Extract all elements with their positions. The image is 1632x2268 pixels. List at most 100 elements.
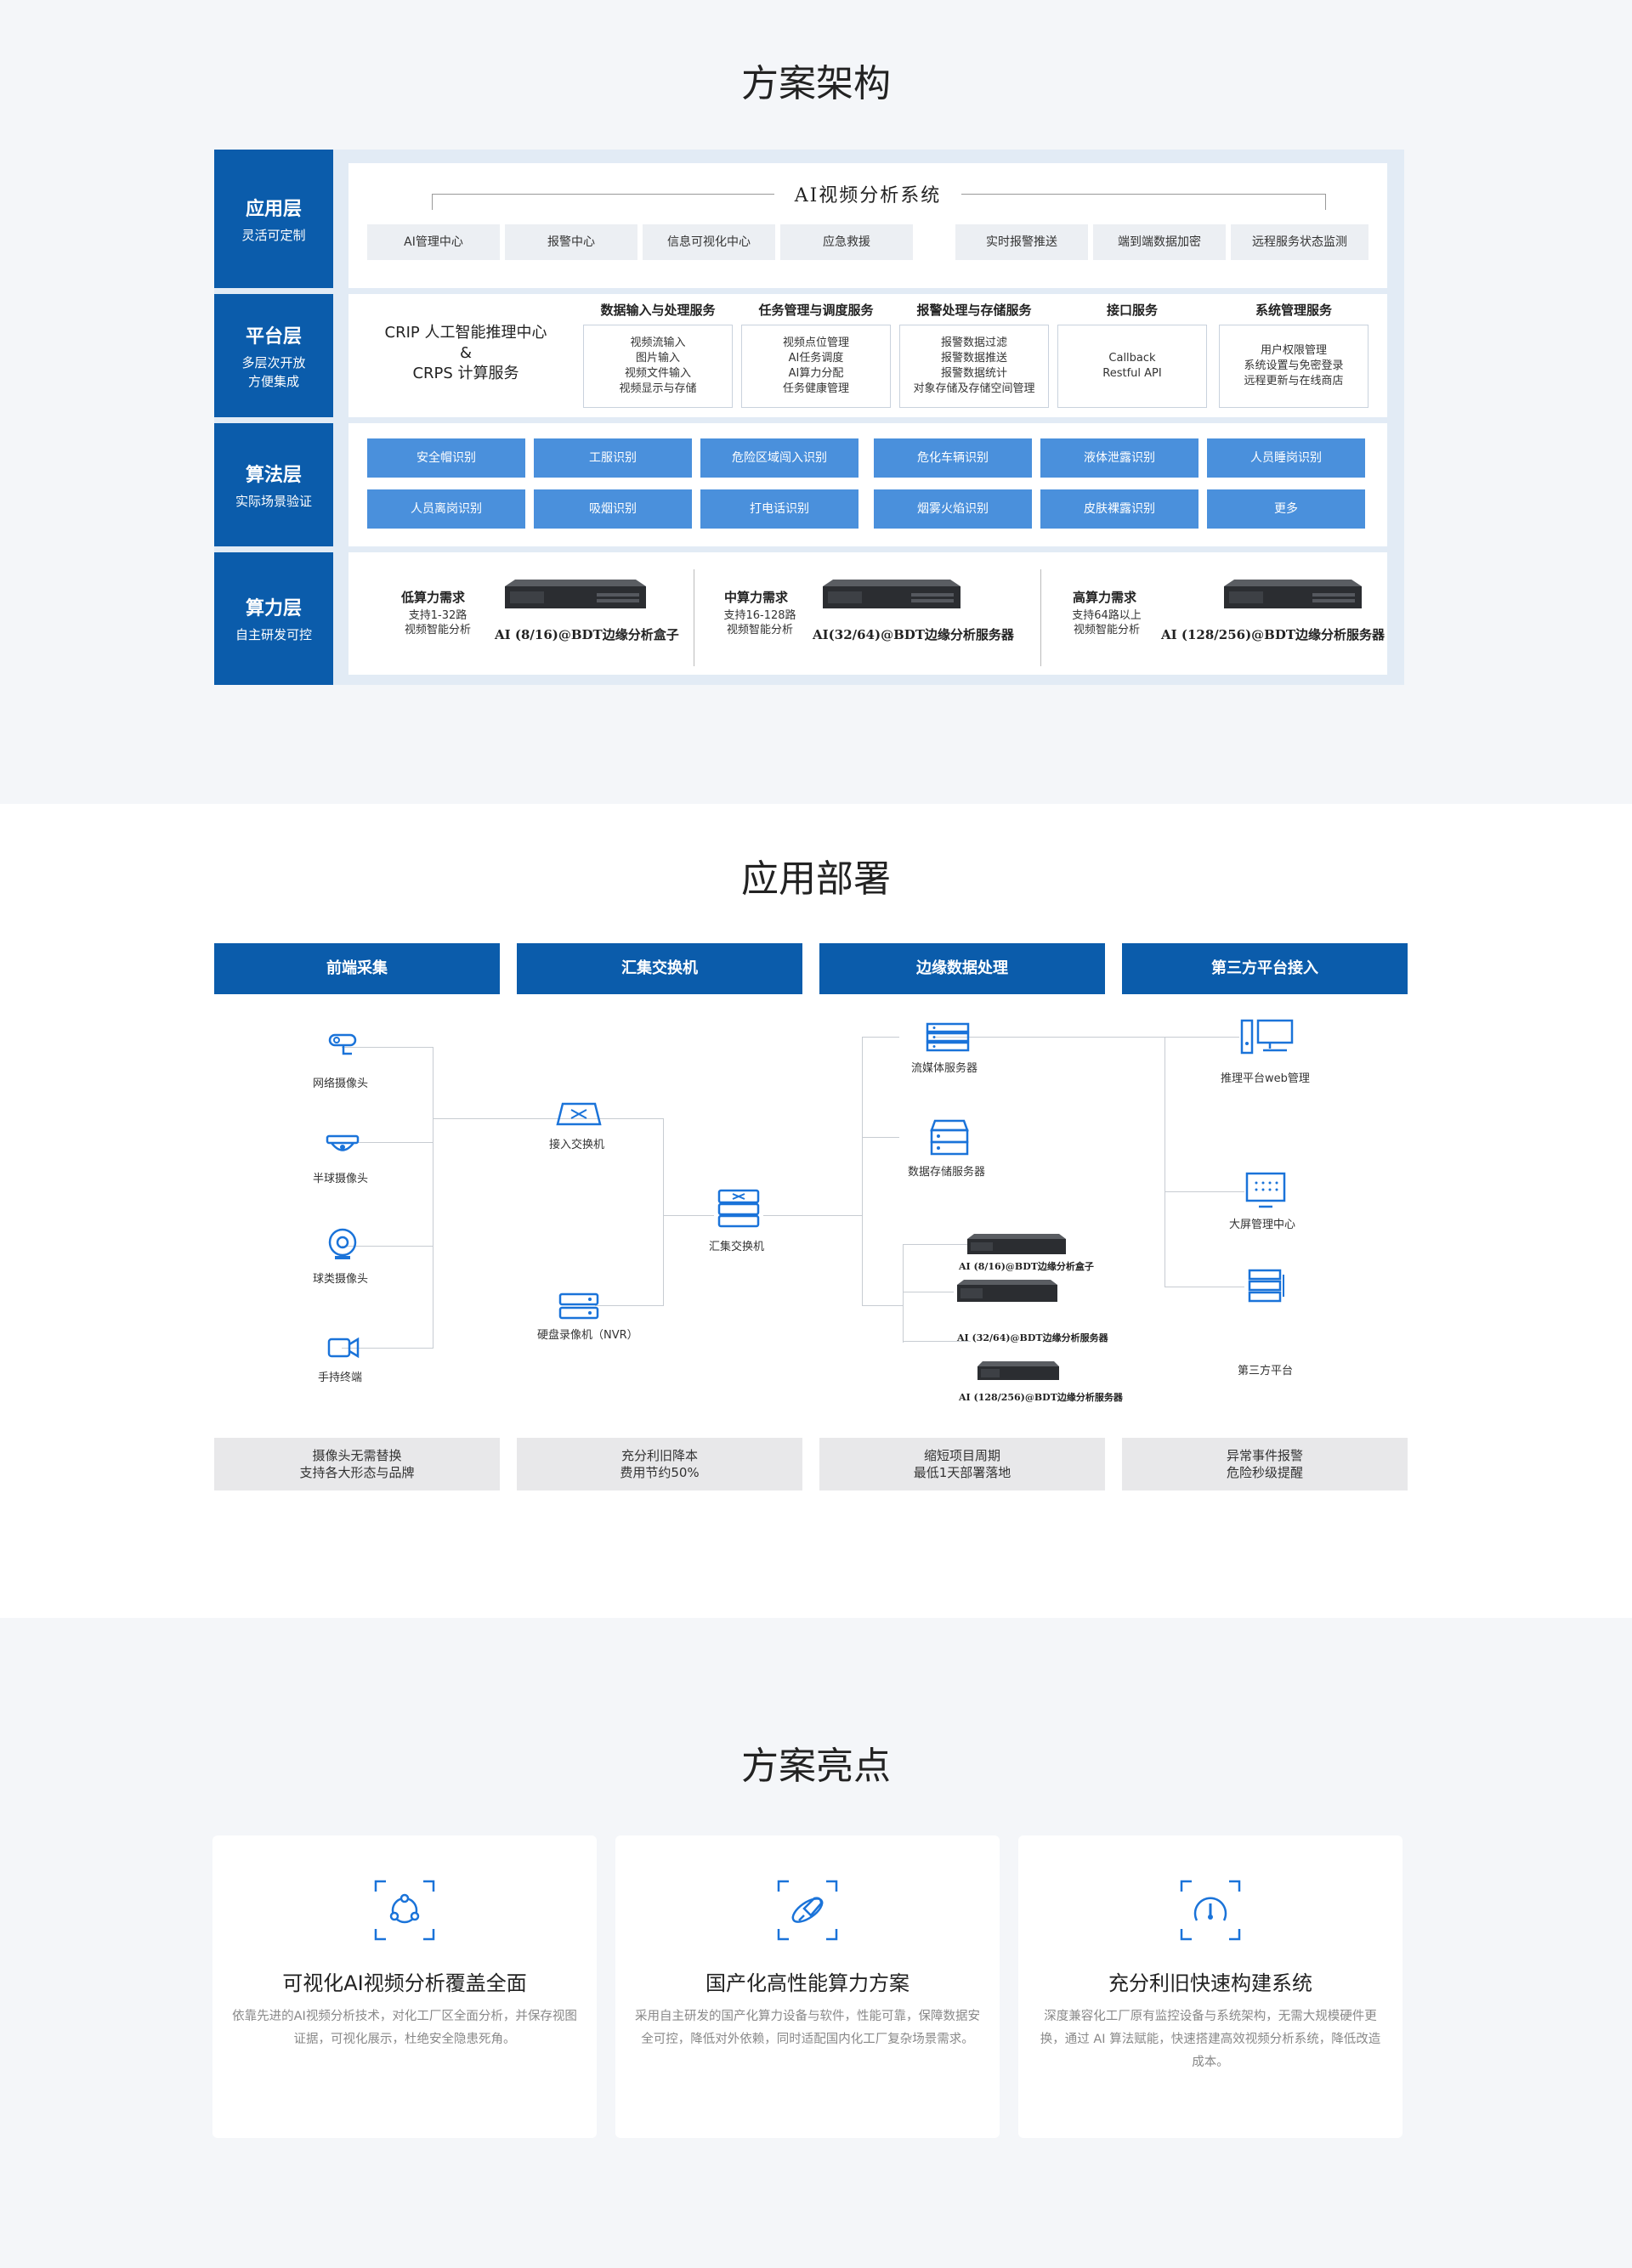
service-line: 报警数据统计 <box>940 367 1007 380</box>
app-remote-monitoring[interactable]: 远程服务状态监测 <box>1231 224 1368 260</box>
layer-name: 算法层 <box>245 464 302 486</box>
service-line: 报警数据推送 <box>940 352 1007 365</box>
algo-danger-zone[interactable]: 危险区域闯入识别 <box>700 438 858 478</box>
deployment-section: 应用部署 前端采集 汇集交换机 边缘数据处理 第三方平台接入 网络摄像头 半球摄… <box>0 804 1632 1618</box>
app-emergency-rescue[interactable]: 应急救援 <box>780 224 913 260</box>
algo-smoke-fire[interactable]: 烟雾火焰识别 <box>874 489 1032 529</box>
node-label: 球类摄像头 <box>313 1273 369 1286</box>
speedometer-icon <box>1180 1880 1241 1941</box>
connector-line <box>1164 1037 1239 1038</box>
node-label: 推理平台web管理 <box>1221 1072 1310 1085</box>
algo-liquid-leak[interactable]: 液体泄露识别 <box>1040 438 1198 478</box>
service-head: 接口服务 <box>1106 303 1158 318</box>
compute-separator <box>1040 569 1041 666</box>
service-box-system-mgmt: 用户权限管理 系统设置与免密登录 远程更新与在线商店 <box>1219 325 1368 408</box>
algo-more[interactable]: 更多 <box>1207 489 1365 529</box>
app-e2e-encryption[interactable]: 端到端数据加密 <box>1093 224 1226 260</box>
compute-line: 支持16-128路 <box>723 609 796 622</box>
platform-panel: CRIP 人工智能推理中心 & CRPS 计算服务 数据输入与处理服务 视频流输… <box>348 294 1387 417</box>
layer-label-algorithm: 算法层 实际场景验证 <box>214 423 333 546</box>
device-label: AI (32/64)@BDT边缘分析服务器 <box>957 1332 1108 1343</box>
edge-box-image <box>967 1234 1066 1254</box>
third-party-platform-icon <box>1248 1269 1284 1303</box>
layer-sub: 多层次开放 方便集成 <box>241 354 306 389</box>
node-label: 硬盘录像机（NVR） <box>537 1329 638 1342</box>
edge-server-image <box>978 1361 1059 1380</box>
compute-line: 视频智能分析 <box>1073 624 1140 636</box>
algo-helmet[interactable]: 安全帽识别 <box>367 438 525 478</box>
node-label: 手持终端 <box>318 1372 363 1384</box>
connector-line <box>1164 1037 1165 1287</box>
algo-smoking[interactable]: 吸烟识别 <box>534 489 692 529</box>
algo-hazmat-vehicle[interactable]: 危化车辆识别 <box>874 438 1032 478</box>
application-panel: AI视频分析系统 AI管理中心 报警中心 信息可视化中心 应急救援 实时报警推送… <box>348 163 1387 288</box>
compute-low-desc: 支持1-32路 视频智能分析 <box>391 608 484 637</box>
edge-server-image <box>957 1280 1057 1302</box>
highlight-card: 国产化高性能算力方案 采用自主研发的国产化算力设备与软件，性能可靠，保障数据安全… <box>615 1835 1000 2138</box>
connector-line <box>862 1137 899 1138</box>
app-visualization-center[interactable]: 信息可视化中心 <box>643 224 775 260</box>
handheld-terminal-icon <box>327 1337 360 1359</box>
connector-line <box>663 1118 664 1305</box>
connector-line <box>342 1142 434 1143</box>
node-label: 流媒体服务器 <box>911 1062 978 1075</box>
big-screen-icon <box>1245 1172 1286 1208</box>
node-label: 网络摄像头 <box>313 1077 369 1090</box>
edge-server-image <box>823 580 960 608</box>
edge-server-image <box>1224 580 1362 608</box>
compute-line: 视频智能分析 <box>404 624 471 636</box>
layer-sub: 灵活可定制 <box>241 227 306 243</box>
service-line: 对象存储及存储空间管理 <box>913 382 1035 395</box>
connector-line <box>935 1037 1164 1038</box>
app-realtime-alarm-push[interactable]: 实时报警推送 <box>955 224 1088 260</box>
dome-camera-icon <box>326 1134 360 1151</box>
node-label: 数据存储服务器 <box>908 1166 986 1179</box>
algo-skin-exposure[interactable]: 皮肤裸露识别 <box>1040 489 1198 529</box>
foot-line: 危险秒级提醒 <box>1226 1465 1303 1480</box>
device-label: AI (8/16)@BDT边缘分析盒子 <box>959 1261 1094 1272</box>
layer-label-platform: 平台层 多层次开放 方便集成 <box>214 294 333 417</box>
app-ai-management[interactable]: AI管理中心 <box>367 224 500 260</box>
service-box-task-mgmt: 视频点位管理 AI任务调度 AI算力分配 任务健康管理 <box>741 325 891 408</box>
compute-high-device: AI (128/256)@BDT边缘分析服务器 <box>1161 627 1386 642</box>
column-foot-third-party: 异常事件报警 危险秒级提醒 <box>1122 1438 1408 1490</box>
connector-line <box>862 1305 903 1306</box>
card-title: 充分利旧快速构建系统 <box>1108 1971 1312 1995</box>
card-desc: 采用自主研发的国产化算力设备与软件，性能可靠，保障数据安全可控，降低对外依赖，同… <box>635 2010 980 2046</box>
connector-line <box>862 1037 899 1038</box>
crip-crps-title: CRIP 人工智能推理中心 & CRPS 计算服务 <box>364 323 568 384</box>
connector-line <box>903 1341 971 1342</box>
service-box-alarm-storage: 报警数据过滤 报警数据推送 报警数据统计 对象存储及存储空间管理 <box>899 325 1049 408</box>
algo-phone-call[interactable]: 打电话识别 <box>700 489 858 529</box>
card-desc: 依靠先进的AI视频分析技术，对化工厂区全面分析，并保存视图证据，可视化展示，杜绝… <box>232 2010 577 2046</box>
connector-line <box>862 1037 863 1305</box>
compute-mid-device: AI(32/64)@BDT边缘分析服务器 <box>813 627 1014 642</box>
app-alarm-center[interactable]: 报警中心 <box>505 224 638 260</box>
algo-sleeping[interactable]: 人员睡岗识别 <box>1207 438 1365 478</box>
node-label: 半球摄像头 <box>313 1173 369 1185</box>
column-head-third-party: 第三方平台接入 <box>1122 943 1408 994</box>
service-head: 任务管理与调度服务 <box>758 303 874 318</box>
service-box-interface: Callback Restful API <box>1057 325 1207 408</box>
service-line: 报警数据过滤 <box>940 337 1007 349</box>
service-line: 用户权限管理 <box>1260 344 1327 357</box>
visual-analysis-icon <box>374 1880 435 1941</box>
layer-label-application: 应用层 灵活可定制 <box>214 150 333 288</box>
algo-off-post[interactable]: 人员离岗识别 <box>367 489 525 529</box>
highlights-section: 方案亮点 可视化AI视频分析覆盖全面 依靠先进的AI视频分析技术，对化工厂区全面… <box>0 1618 1632 2268</box>
compute-line: 支持64路以上 <box>1072 609 1142 622</box>
highlight-card: 可视化AI视频分析覆盖全面 依靠先进的AI视频分析技术，对化工厂区全面分析，并保… <box>212 1835 597 2138</box>
nvr-icon <box>558 1292 599 1320</box>
connector-line <box>763 1215 862 1216</box>
column-foot-switch: 充分利旧降本 费用节约50% <box>517 1438 802 1490</box>
storage-server-icon <box>930 1119 969 1156</box>
foot-line: 最低1天部署落地 <box>913 1465 1012 1480</box>
algorithm-panel: 安全帽识别 工服识别 危险区域闯入识别 危化车辆识别 液体泄露识别 人员睡岗识别… <box>348 423 1387 546</box>
node-label: 接入交换机 <box>549 1139 605 1151</box>
service-line: AI算力分配 <box>788 367 844 380</box>
compute-mid-desc: 支持16-128路 视频智能分析 <box>709 608 811 637</box>
algo-workwear[interactable]: 工服识别 <box>534 438 692 478</box>
service-head: 报警处理与存储服务 <box>916 303 1032 318</box>
service-box-data-input: 视频流输入 图片输入 视频文件输入 视频显示与存储 <box>583 325 733 408</box>
node-label: 汇集交换机 <box>709 1241 765 1253</box>
